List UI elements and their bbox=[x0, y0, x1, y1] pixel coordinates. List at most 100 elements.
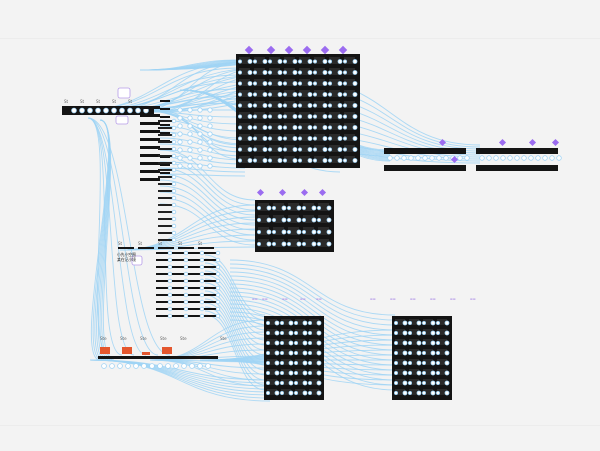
lane-node-bar[interactable] bbox=[172, 266, 184, 268]
port-circle-icon[interactable] bbox=[171, 195, 177, 201]
port-circle-icon[interactable] bbox=[205, 363, 211, 369]
lane3-node-strip[interactable] bbox=[98, 356, 218, 359]
port-circle-icon[interactable] bbox=[421, 360, 426, 365]
port-circle-icon[interactable] bbox=[286, 241, 291, 246]
port-circle-icon[interactable] bbox=[281, 229, 287, 235]
port-circle-icon[interactable] bbox=[337, 81, 343, 86]
port-circle-icon[interactable] bbox=[181, 363, 187, 369]
port-circle-icon[interactable] bbox=[307, 380, 312, 385]
port-circle-icon[interactable] bbox=[435, 330, 440, 335]
port-circle-icon[interactable] bbox=[444, 380, 450, 386]
port-circle-icon[interactable] bbox=[183, 264, 189, 270]
node-thumbnail-icon[interactable] bbox=[239, 79, 250, 86]
lane-node-bar[interactable] bbox=[172, 315, 184, 317]
port-circle-icon[interactable] bbox=[402, 390, 408, 396]
port-circle-icon[interactable] bbox=[342, 114, 347, 119]
port-circle-icon[interactable] bbox=[262, 70, 268, 75]
port-circle-icon[interactable] bbox=[177, 155, 183, 161]
port-circle-icon[interactable] bbox=[327, 158, 332, 163]
port-circle-icon[interactable] bbox=[415, 155, 421, 161]
port-circle-icon[interactable] bbox=[302, 380, 308, 386]
node-thumbnail-icon[interactable] bbox=[344, 101, 355, 108]
port-circle-icon[interactable] bbox=[322, 147, 328, 152]
node-thumbnail-icon[interactable] bbox=[267, 339, 277, 345]
port-circle-icon[interactable] bbox=[297, 70, 302, 75]
stack-node[interactable] bbox=[158, 239, 172, 241]
lane-node-bar[interactable] bbox=[118, 247, 134, 249]
node-thumbnail-icon[interactable] bbox=[423, 339, 433, 345]
lane-node-bar[interactable] bbox=[204, 308, 216, 310]
stack-node[interactable] bbox=[140, 114, 160, 117]
port-circle-icon[interactable] bbox=[199, 257, 205, 263]
lane-node-bar[interactable] bbox=[204, 259, 216, 261]
port-circle-icon[interactable] bbox=[311, 205, 317, 211]
port-circle-icon[interactable] bbox=[252, 103, 257, 108]
node-thumbnail-icon[interactable] bbox=[437, 379, 447, 385]
stack-node[interactable] bbox=[140, 178, 160, 181]
port-circle-icon[interactable] bbox=[312, 158, 317, 163]
node-thumbnail-icon[interactable] bbox=[344, 68, 355, 75]
node-thumbnail-icon[interactable] bbox=[329, 156, 340, 163]
node-thumbnail-icon[interactable] bbox=[239, 57, 250, 64]
port-circle-icon[interactable] bbox=[408, 155, 414, 161]
port-circle-icon[interactable] bbox=[307, 320, 312, 325]
lane-node-bar[interactable] bbox=[204, 266, 216, 268]
node-thumbnail-icon[interactable] bbox=[284, 156, 295, 163]
port-circle-icon[interactable] bbox=[215, 264, 221, 270]
port-circle-icon[interactable] bbox=[393, 380, 398, 385]
node-thumbnail-icon[interactable] bbox=[329, 68, 340, 75]
purple-node-chip[interactable] bbox=[117, 87, 131, 99]
node-thumbnail-icon[interactable] bbox=[254, 112, 265, 119]
stack-node[interactable] bbox=[160, 116, 170, 118]
port-circle-icon[interactable] bbox=[292, 114, 298, 119]
node-thumbnail-icon[interactable] bbox=[314, 123, 325, 130]
port-circle-icon[interactable] bbox=[177, 115, 183, 121]
port-circle-icon[interactable] bbox=[416, 360, 422, 366]
node-thumbnail-icon[interactable] bbox=[299, 112, 310, 119]
port-circle-icon[interactable] bbox=[262, 158, 268, 163]
node-thumbnail-icon[interactable] bbox=[314, 79, 325, 86]
lane-node-bar[interactable] bbox=[204, 315, 216, 317]
port-circle-icon[interactable] bbox=[302, 370, 308, 376]
port-circle-icon[interactable] bbox=[316, 340, 322, 346]
port-circle-icon[interactable] bbox=[337, 103, 343, 108]
port-circle-icon[interactable] bbox=[197, 147, 203, 153]
port-circle-icon[interactable] bbox=[133, 363, 139, 369]
port-circle-icon[interactable] bbox=[171, 209, 177, 215]
port-circle-icon[interactable] bbox=[322, 114, 328, 119]
port-circle-icon[interactable] bbox=[252, 114, 257, 119]
port-circle-icon[interactable] bbox=[327, 81, 332, 86]
port-circle-icon[interactable] bbox=[407, 370, 412, 375]
node-thumbnail-icon[interactable] bbox=[281, 319, 291, 325]
port-circle-icon[interactable] bbox=[171, 174, 177, 180]
port-circle-icon[interactable] bbox=[95, 107, 101, 114]
port-circle-icon[interactable] bbox=[171, 118, 177, 124]
port-circle-icon[interactable] bbox=[430, 370, 436, 376]
port-circle-icon[interactable] bbox=[307, 59, 313, 64]
lane-node-bar[interactable] bbox=[156, 315, 168, 317]
port-circle-icon[interactable] bbox=[237, 70, 242, 75]
port-circle-icon[interactable] bbox=[277, 103, 283, 108]
port-circle-icon[interactable] bbox=[312, 103, 317, 108]
node-thumbnail-icon[interactable] bbox=[318, 239, 329, 247]
port-circle-icon[interactable] bbox=[352, 147, 358, 152]
port-circle-icon[interactable] bbox=[267, 125, 272, 130]
port-circle-icon[interactable] bbox=[292, 147, 298, 152]
port-circle-icon[interactable] bbox=[416, 330, 422, 336]
lane-node-bar[interactable] bbox=[188, 280, 200, 282]
port-circle-icon[interactable] bbox=[402, 340, 408, 346]
port-circle-icon[interactable] bbox=[252, 125, 257, 130]
port-circle-icon[interactable] bbox=[87, 107, 93, 114]
node-thumbnail-icon[interactable] bbox=[309, 329, 319, 335]
port-circle-icon[interactable] bbox=[288, 360, 294, 366]
port-circle-icon[interactable] bbox=[177, 163, 183, 169]
node-thumbnail-icon[interactable] bbox=[344, 79, 355, 86]
node-thumbnail-icon[interactable] bbox=[239, 156, 250, 163]
node-thumbnail-icon[interactable] bbox=[409, 349, 419, 355]
stack-node[interactable] bbox=[140, 130, 160, 133]
node-thumbnail-icon[interactable] bbox=[395, 329, 405, 335]
stack-node[interactable] bbox=[158, 225, 172, 227]
stack-node[interactable] bbox=[158, 197, 172, 199]
lane-node-bar[interactable] bbox=[138, 247, 154, 249]
node-thumbnail-icon[interactable] bbox=[254, 123, 265, 130]
